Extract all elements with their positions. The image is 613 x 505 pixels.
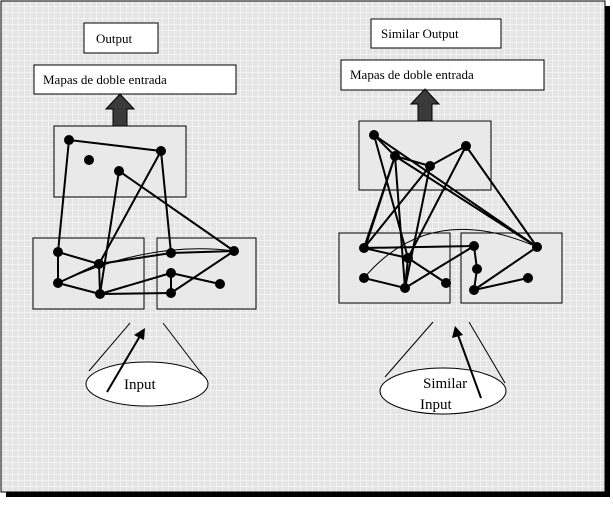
right-input-arrow xyxy=(457,334,482,399)
left-cone-edge xyxy=(88,322,131,372)
left-output-label: Output xyxy=(96,31,133,46)
left-connections xyxy=(57,139,235,295)
node xyxy=(461,141,471,151)
right-maps-label: Mapas de doble entrada xyxy=(350,67,474,82)
right-input-label-line1: Similar xyxy=(423,376,467,392)
node xyxy=(114,166,124,176)
right-output-layer xyxy=(358,120,492,191)
node xyxy=(84,155,94,165)
node xyxy=(94,259,104,269)
left-network: Output Mapas de doble entrada xyxy=(32,22,257,407)
node xyxy=(156,146,166,156)
right-input-layer-a xyxy=(338,232,451,304)
left-output-layer xyxy=(53,125,187,198)
node xyxy=(523,273,533,283)
right-network: Similar Output Mapas de doble entrada xyxy=(338,18,563,415)
node xyxy=(359,243,369,253)
left-input-layer-a xyxy=(32,237,145,310)
right-nodes xyxy=(359,130,542,295)
node xyxy=(53,278,63,288)
node xyxy=(469,285,479,295)
left-maps-box xyxy=(33,64,237,95)
node xyxy=(369,130,379,140)
left-input-label: Input xyxy=(124,377,156,393)
node xyxy=(53,247,63,257)
right-output-label: Similar Output xyxy=(381,26,459,41)
node xyxy=(469,241,479,251)
node xyxy=(441,278,451,288)
node xyxy=(166,288,176,298)
left-maps-label: Mapas de doble entrada xyxy=(43,72,167,87)
node xyxy=(64,135,74,145)
left-input-arrowhead xyxy=(134,328,145,340)
right-cone-edge xyxy=(468,321,506,384)
node xyxy=(400,283,410,293)
node xyxy=(425,161,435,171)
left-output-box xyxy=(83,22,159,54)
node xyxy=(215,279,225,289)
node xyxy=(229,246,239,256)
left-arc xyxy=(57,248,235,284)
node xyxy=(95,289,105,299)
right-output-box xyxy=(370,18,502,49)
node xyxy=(166,268,176,278)
node xyxy=(472,264,482,274)
node xyxy=(532,242,542,252)
left-cone-edge xyxy=(162,322,206,379)
node xyxy=(390,151,400,161)
right-arc xyxy=(363,228,538,279)
left-nodes xyxy=(53,135,239,299)
right-up-arrow xyxy=(409,88,441,122)
left-up-arrow xyxy=(104,93,136,127)
left-input-arrow xyxy=(106,335,141,393)
right-cone-edge xyxy=(384,321,434,378)
node xyxy=(166,248,176,258)
right-input-label-line2: Input xyxy=(420,397,452,413)
right-maps-box xyxy=(340,59,545,91)
node xyxy=(403,253,413,263)
right-connections xyxy=(363,134,538,291)
left-input-ellipse xyxy=(85,361,209,407)
node xyxy=(359,273,369,283)
right-input-arrowhead xyxy=(452,326,463,338)
